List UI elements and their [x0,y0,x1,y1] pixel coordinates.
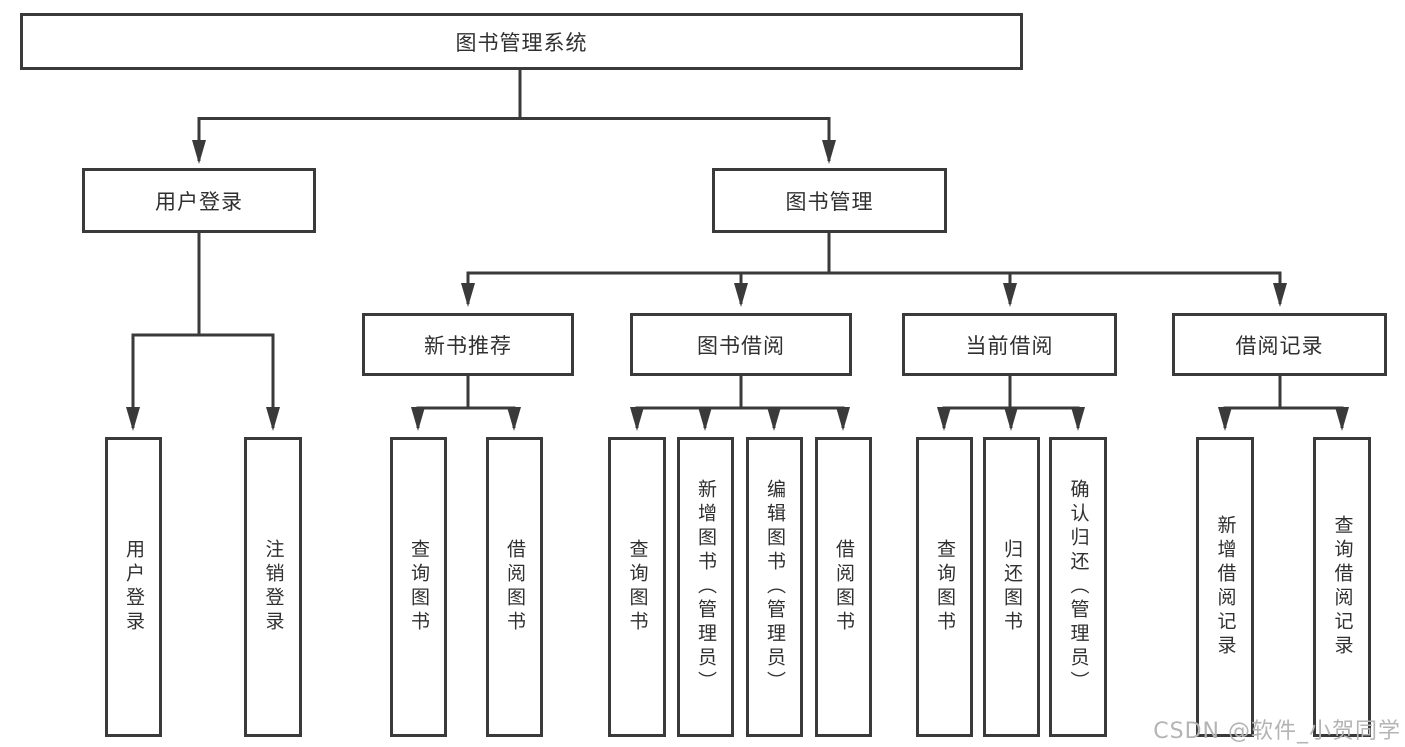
node-library-management-system: 图书管理系统 [20,13,1023,70]
leaf-borrow-books: 借阅图书 [815,437,872,737]
leaf-confirm-return-admin: 确认归还（管理员） [1049,437,1107,737]
node-label: 图书管理系统 [455,30,588,55]
node-label: 借阅图书 [833,539,855,635]
leaf-user-login: 用户登录 [105,437,162,737]
node-label: 借阅图书 [504,539,526,635]
node-label: 新书推荐 [424,333,512,358]
node-label: 用户登录 [123,539,145,635]
node-label: 借阅记录 [1235,333,1324,358]
leaf-edit-books-admin: 编辑图书（管理员） [746,437,803,737]
leaf-borrow-books-recommend: 借阅图书 [486,437,543,737]
leaf-add-books-admin: 新增图书（管理员） [677,437,734,737]
leaf-add-borrow-record: 新增借阅记录 [1196,437,1254,737]
node-label: 查询图书 [934,539,956,635]
leaf-query-borrow-record: 查询借阅记录 [1313,437,1371,737]
node-borrowing-records: 借阅记录 [1172,313,1387,376]
node-label: 确认归还（管理员） [1067,479,1090,695]
node-label: 查询图书 [408,539,430,635]
node-label: 编辑图书（管理员） [764,479,786,695]
node-current-borrowing: 当前借阅 [902,313,1117,376]
node-label: 查询图书 [626,539,649,635]
node-label: 当前借阅 [965,333,1054,358]
node-user-login: 用户登录 [82,168,316,233]
leaf-return-books: 归还图书 [983,437,1040,737]
node-label: 归还图书 [1001,539,1023,635]
node-label: 用户登录 [155,189,243,214]
leaf-query-books-recommend: 查询图书 [390,437,447,737]
node-book-borrowing: 图书借阅 [630,313,852,376]
node-book-management: 图书管理 [712,168,947,233]
node-label: 注销登录 [262,539,285,635]
node-label: 图书管理 [785,189,874,214]
leaf-query-books-current: 查询图书 [916,437,973,737]
node-label: 新增图书（管理员） [695,479,717,695]
node-label: 查询借阅记录 [1331,515,1354,659]
node-label: 图书借阅 [697,333,785,358]
node-label: 新增借阅记录 [1214,515,1237,659]
node-new-book-recommend: 新书推荐 [362,313,574,376]
leaf-logout: 注销登录 [244,437,302,737]
leaf-query-books-borrowing: 查询图书 [608,437,666,737]
